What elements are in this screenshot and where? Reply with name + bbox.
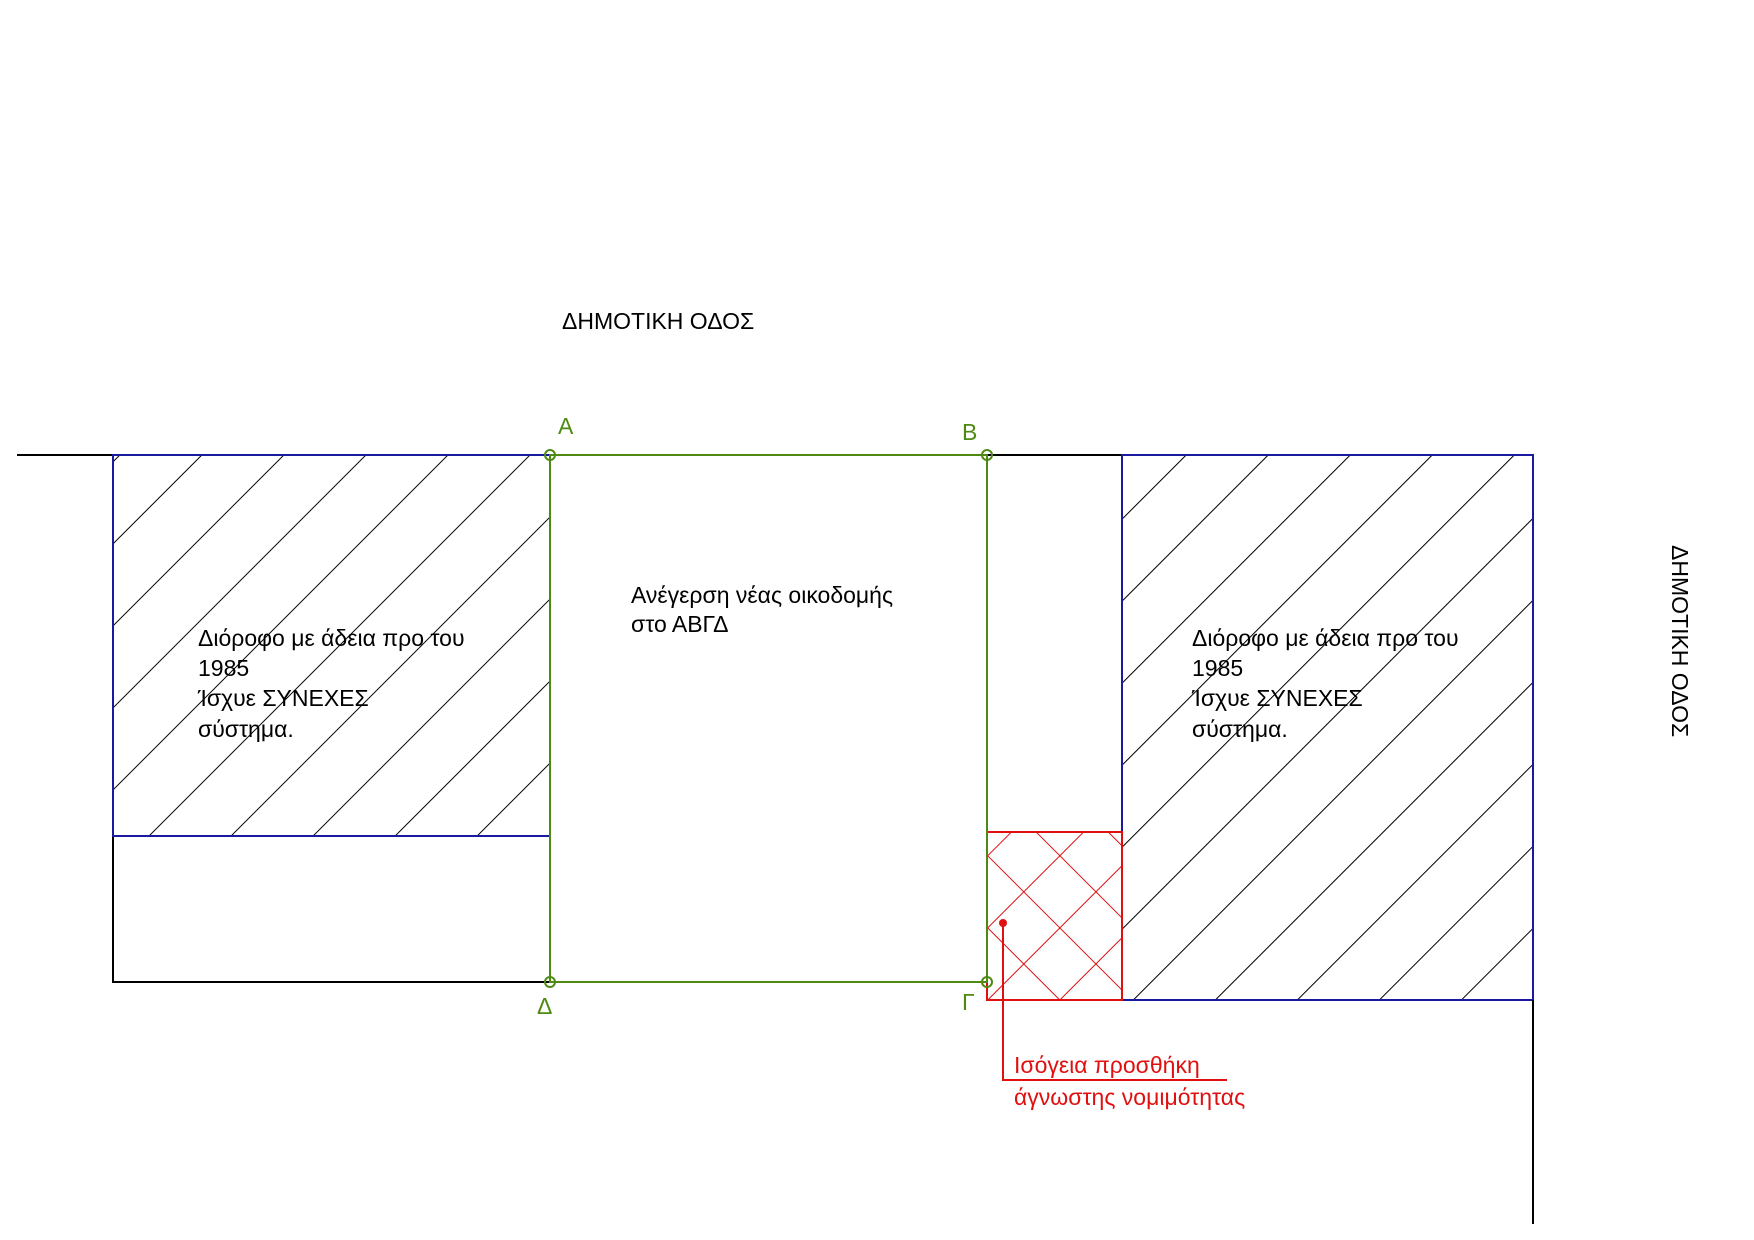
plot-abgd [549, 454, 988, 983]
addition-label-2: άγνωστης νομιμότητας [1014, 1084, 1245, 1110]
addition-crosshatch-b [986, 831, 1123, 1001]
left-building-label-1: Διόροφο με άδεια προ του [198, 625, 465, 651]
point-g-marker [981, 976, 993, 988]
point-a-marker [544, 449, 556, 461]
new-building-label-2: στο ΑΒΓΔ [631, 611, 728, 637]
point-d-marker [544, 976, 556, 988]
right-building-hatch [1121, 454, 1534, 1001]
street-label-top: ΔΗΜΟΤΙΚΗ ΟΔΟΣ [562, 308, 754, 334]
street-label-right: ΔΗΜΟΤΙΚΗ ΟΔΟΣ [1667, 545, 1693, 737]
addition-label-1: Ισόγεια προσθήκη [1014, 1052, 1200, 1078]
left-lot-outline [112, 836, 550, 983]
point-a-label: Α [558, 413, 574, 439]
left-building-label-3: Ίσχυε ΣΥΝΕΧΕΣ [197, 685, 369, 711]
left-building-label-4: σύστημα. [198, 716, 294, 742]
left-building-hatch [112, 454, 551, 837]
right-building-label-3: Ίσχυε ΣΥΝΕΧΕΣ [1191, 685, 1363, 711]
right-building-label-4: σύστημα. [1192, 716, 1288, 742]
point-b-label: Β [962, 419, 977, 445]
addition-leader-line [1002, 923, 1227, 1081]
point-d-label: Δ [537, 993, 552, 1019]
new-building-label-1: Ανέγερση νέας οικοδομής [631, 582, 893, 608]
right-building-label-2: 1985 [1192, 655, 1243, 681]
left-building-label-2: 1985 [198, 655, 249, 681]
right-building-label-1: Διόροφο με άδεια προ του [1192, 625, 1459, 651]
point-b-marker [981, 449, 993, 461]
point-g-label: Γ [962, 989, 975, 1015]
